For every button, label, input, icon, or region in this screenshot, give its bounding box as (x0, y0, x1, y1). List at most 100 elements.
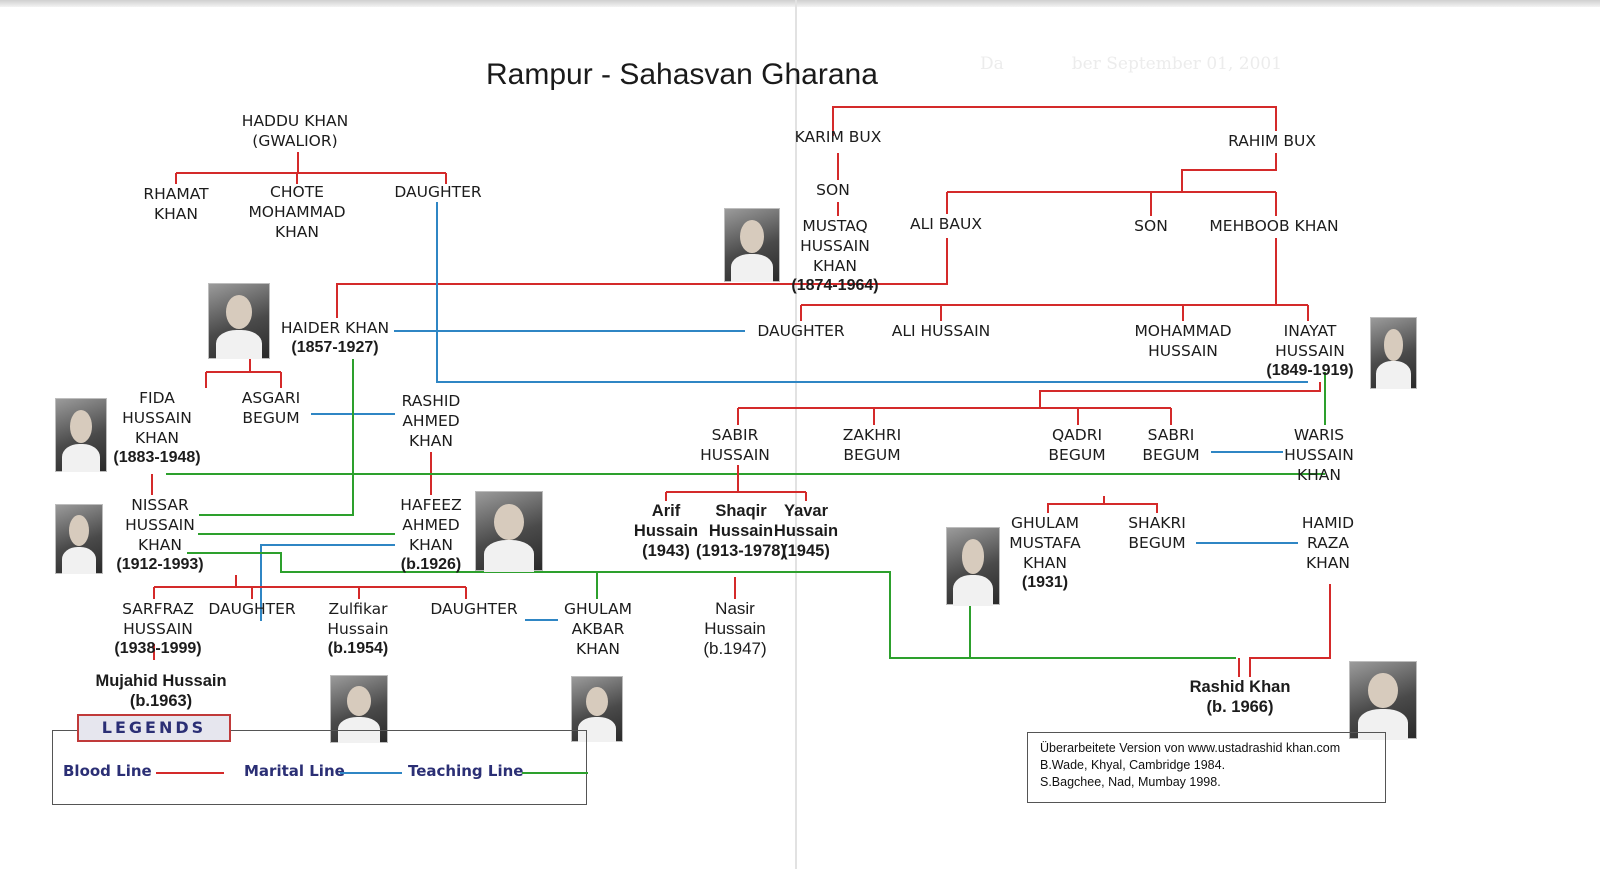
member-name-line: HADDU KHAN (241, 112, 349, 130)
blood-line (1047, 503, 1158, 513)
member-name-line: SABRI (1147, 426, 1195, 444)
member-haddu-khan: HADDU KHAN(GWALIOR) (242, 111, 348, 151)
member-name-line: DAUGHTER (430, 600, 518, 618)
member-name-line: CHOTE (270, 183, 324, 201)
teaching-line (187, 552, 1236, 659)
member-name-line: NISSAR (131, 496, 189, 514)
member-ali-hussain: ALI HUSSAIN (892, 321, 990, 341)
blood-line (1249, 584, 1331, 677)
member-name-line: SARFRAZ (122, 600, 194, 618)
portrait-haider-khan (208, 283, 270, 360)
portrait-ghulam-mustafa-khan (946, 527, 1000, 606)
member-rhamat-khan: RHAMAT KHAN (143, 184, 208, 224)
member-name-line: KHAN (812, 257, 858, 275)
member-son-rahim: SON (1134, 216, 1168, 236)
member-name-line: WARIS (1293, 426, 1345, 444)
member-name-line: RASHID (401, 392, 461, 410)
member-name-line: Zulfikar (328, 600, 388, 618)
member-name-line: Hussain (633, 522, 699, 540)
member-name-line: Yavar (783, 502, 829, 520)
blood-line (1181, 153, 1277, 192)
member-name-line: RHAMAT (143, 185, 209, 203)
member-name-line: ALI BAUX (910, 215, 982, 233)
member-name-line: MOHAMMAD (1134, 322, 1232, 340)
member-name-line: SHAKRI (1128, 514, 1186, 532)
member-name-line: MUSTAFA (1009, 534, 1081, 552)
blood-line (336, 238, 948, 318)
member-name-line: HUSSAIN (1284, 446, 1354, 464)
member-name-line: BEGUM (843, 446, 901, 464)
portrait-ghulam-akbar-khan (571, 676, 623, 743)
member-name-line: GHULAM (1011, 514, 1079, 532)
member-name-line: ZAKHRI (842, 426, 902, 444)
member-name-line: KHAN (134, 429, 180, 447)
scan-edge (0, 0, 1600, 7)
blood-line (1039, 382, 1321, 408)
member-mehboob-khan: MEHBOOB KHAN (1209, 216, 1338, 236)
member-name-line: Hussain (327, 620, 389, 638)
member-name-line: KHAN (137, 536, 183, 554)
member-name-line: KARIM BUX (794, 128, 882, 146)
member-name-line: KHAN (274, 223, 320, 241)
portrait-mustaq-hussain-khan (724, 208, 780, 283)
member-dates: (1874-1964) (791, 277, 879, 294)
marital-line (260, 544, 395, 621)
member-name-line: DAUGHTER (757, 322, 845, 340)
diagram-title: Rampur - Sahasvan Gharana (486, 58, 878, 91)
member-name-line: BEGUM (1048, 446, 1106, 464)
member-name-line: Rashid Khan (1189, 678, 1291, 696)
member-ali-baux: ALI BAUX (910, 214, 982, 234)
member-name-line: (b. 1966) (1206, 698, 1274, 716)
member-daughter-haddu: DAUGHTER (394, 182, 481, 202)
member-name-line: KHAN (1022, 554, 1068, 572)
member-name-line: Hussain (704, 619, 766, 638)
source-line: B.Wade, Khyal, Cambridge 1984. (1040, 758, 1226, 772)
legend-title: LEGENDS (77, 714, 231, 742)
bleed-through-text: Da ber September 01, 2001 (980, 54, 1283, 74)
member-name-line: (1945) (782, 542, 830, 560)
member-name-line: HAIDER KHAN (280, 319, 390, 337)
member-name-line: Arif (651, 502, 681, 520)
member-name-line: (1943) (642, 542, 690, 560)
member-name-line: DAUGHTER (208, 600, 296, 618)
member-name-line: MOHAMMAD (248, 203, 346, 221)
member-name-line: ALI HUSSAIN (891, 322, 991, 340)
blood-line (832, 106, 1277, 136)
member-name-line: Nasir (715, 599, 755, 618)
member-name-line: HUSSAIN (700, 446, 770, 464)
portrait-rashid-khan (1349, 661, 1417, 740)
member-name-line: Hussain (708, 522, 774, 540)
member-name-line: KHAN (153, 205, 199, 223)
member-chote-mohammad-khan: CHOTE MOHAMMAD KHAN (248, 182, 345, 242)
member-name-line: FIDA (139, 389, 175, 407)
member-daughter-nissar: DAUGHTER (208, 599, 295, 619)
legend-marital-line-label: Marital Line (244, 762, 345, 780)
member-zakhri-begum: ZAKHRI BEGUM (843, 425, 901, 465)
member-name-line: KHAN (575, 640, 621, 658)
member-name-line: Mujahid Hussain (95, 672, 227, 690)
member-name-line: SON (1134, 217, 1168, 235)
member-name-line: RAZA (1307, 534, 1349, 552)
member-name-line: HUSSAIN (1148, 342, 1218, 360)
member-name-line: INAYAT (1283, 322, 1337, 340)
member-dates: (b.1926) (400, 556, 462, 573)
member-name-line: HUSSAIN (1275, 342, 1345, 360)
member-name-line: SABIR (711, 426, 759, 444)
member-name-line: KHAN (408, 432, 454, 450)
member-name-line: MUSTAQ (802, 217, 868, 235)
member-dates: (1857-1927) (291, 339, 379, 356)
member-haider-khan: HAIDER KHAN (1857-1927) (281, 318, 389, 358)
